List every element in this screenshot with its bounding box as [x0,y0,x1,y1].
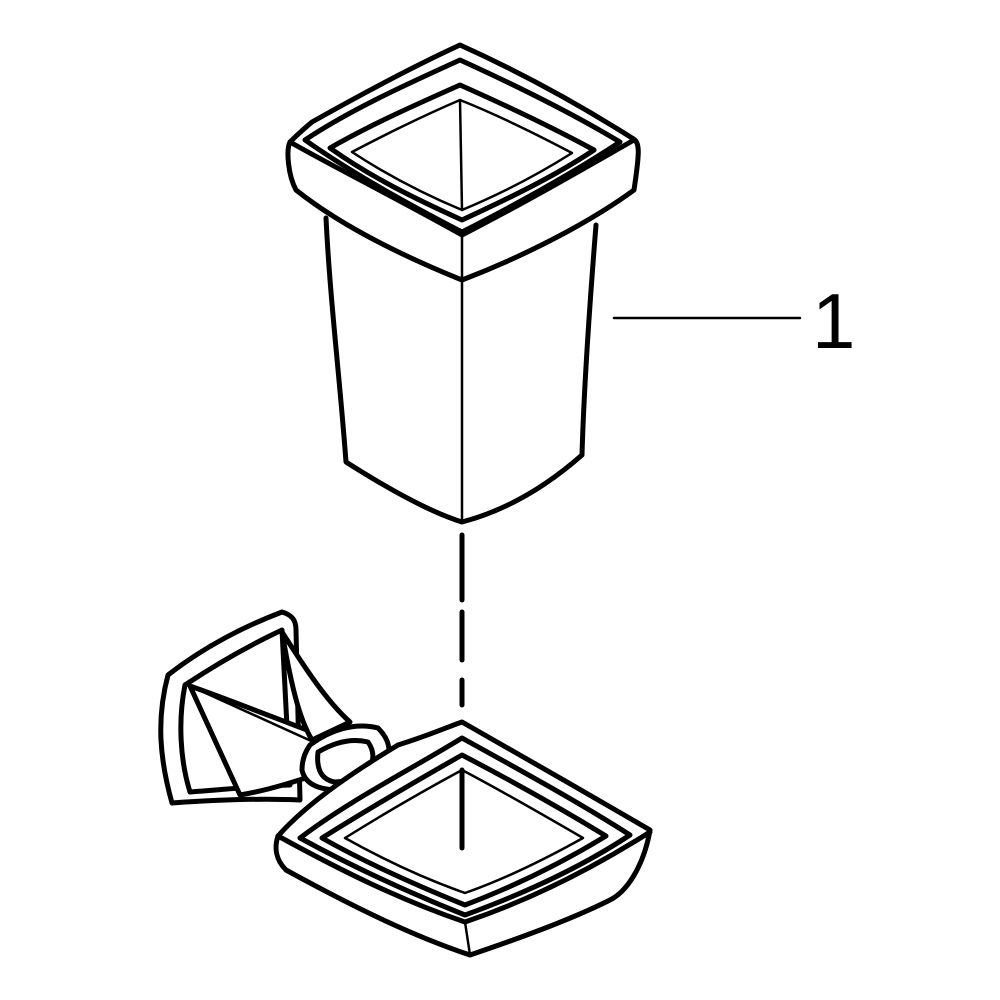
ring-tray-lip [297,735,633,918]
ring-tray-opening [319,752,609,908]
cup-inner-back-edge [458,98,464,212]
callout-1: 1 [612,277,855,365]
cup-opening-inner [327,82,597,223]
ring-tray-inset [343,768,585,895]
ring-tray-corner [463,920,472,957]
callout-label: 1 [812,277,855,365]
arm-edge [188,684,322,747]
cup-body-outline [323,215,599,525]
cup-opening-lip [302,57,623,235]
wall-holder [158,609,653,958]
tumbler-cup [285,42,641,525]
cup-opening-inset [350,98,574,212]
